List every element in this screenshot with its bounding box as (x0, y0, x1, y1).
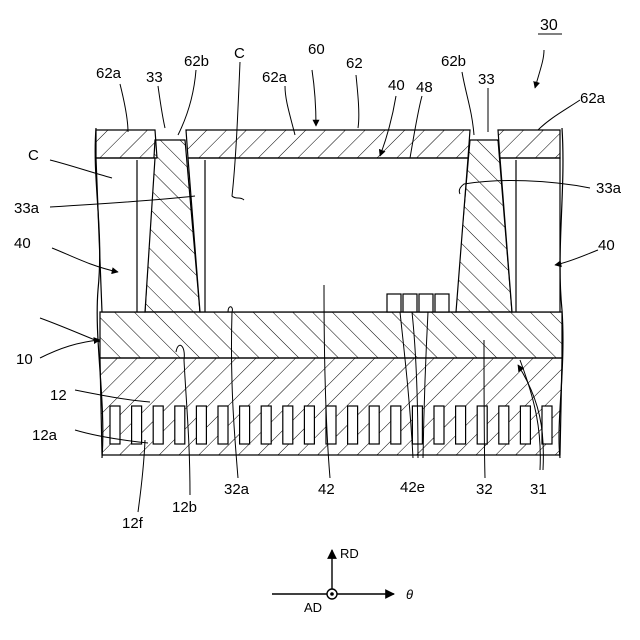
slot-12f (456, 406, 466, 444)
label-12a: 12a (32, 427, 58, 444)
label-62b-left: 62b (184, 53, 209, 70)
slot-12f (304, 406, 314, 444)
label-33a-left: 33a (14, 200, 40, 217)
label-62a-mid: 62a (262, 69, 288, 86)
label-32: 32 (476, 481, 493, 498)
slot-12f (542, 406, 552, 444)
rd-label: RD (340, 546, 359, 561)
label-c-left: C (28, 147, 39, 164)
figure-number: 30 (540, 17, 558, 34)
slot-12f (477, 406, 487, 444)
label-32a: 32a (224, 481, 250, 498)
slot-12f (348, 406, 358, 444)
slot-12f (132, 406, 142, 444)
label-c-top: C (234, 45, 245, 62)
slot-12f (499, 406, 509, 444)
ad-axis-dot (330, 592, 334, 596)
label-33-left: 33 (146, 69, 163, 86)
ad-label: AD (304, 600, 322, 615)
label-12f: 12f (122, 515, 144, 532)
label-40-top: 40 (388, 77, 405, 94)
label-12: 12 (50, 387, 67, 404)
label-42e: 42e (400, 479, 425, 496)
label-62: 62 (346, 55, 363, 72)
slot-12f (218, 406, 228, 444)
label-10: 10 (16, 351, 33, 368)
direction-axes: RD AD θ (272, 546, 413, 615)
slot-row-12f (110, 406, 552, 444)
label-48: 48 (416, 79, 433, 96)
label-62a-left: 62a (96, 65, 122, 82)
slot-12f (391, 406, 401, 444)
label-33-right: 33 (478, 71, 495, 88)
theta-label: θ (406, 587, 413, 602)
slot-12f (153, 406, 163, 444)
slot-12f (520, 406, 530, 444)
slot-12f (240, 406, 250, 444)
slot-12f (434, 406, 444, 444)
slot-12f (196, 406, 206, 444)
label-31: 31 (530, 481, 547, 498)
slot-12f (261, 406, 271, 444)
base-layer-12 (100, 358, 562, 455)
label-40-left: 40 (14, 235, 31, 252)
label-33a-right: 33a (596, 180, 622, 197)
slot-12f (369, 406, 379, 444)
label-42: 42 (318, 481, 335, 498)
slot-12f (283, 406, 293, 444)
slot-12f (175, 406, 185, 444)
label-12b: 12b (172, 499, 197, 516)
label-62a-right: 62a (580, 90, 606, 107)
label-60: 60 (308, 41, 325, 58)
label-62b-right: 62b (441, 53, 466, 70)
label-40-right: 40 (598, 237, 615, 254)
